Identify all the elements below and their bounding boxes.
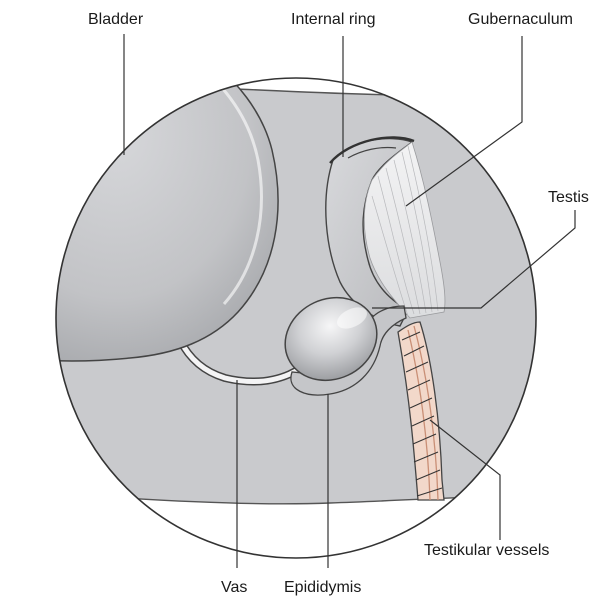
label-testikular-vessels: Testikular vessels <box>424 542 549 559</box>
label-vas: Vas <box>221 579 247 596</box>
label-internal-ring: Internal ring <box>291 11 376 28</box>
testicular-vessels <box>397 321 445 501</box>
field-of-view <box>56 78 536 558</box>
gubernaculum-fibres <box>371 145 439 317</box>
label-bladder: Bladder <box>88 11 144 28</box>
label-gubernaculum: Gubernaculum <box>468 11 573 28</box>
leader-lines <box>123 34 576 568</box>
label-epididymis: Epididymis <box>284 579 361 596</box>
label-testis: Testis <box>548 189 589 206</box>
gubernaculum <box>363 141 446 319</box>
field-of-view-outline <box>55 77 537 559</box>
